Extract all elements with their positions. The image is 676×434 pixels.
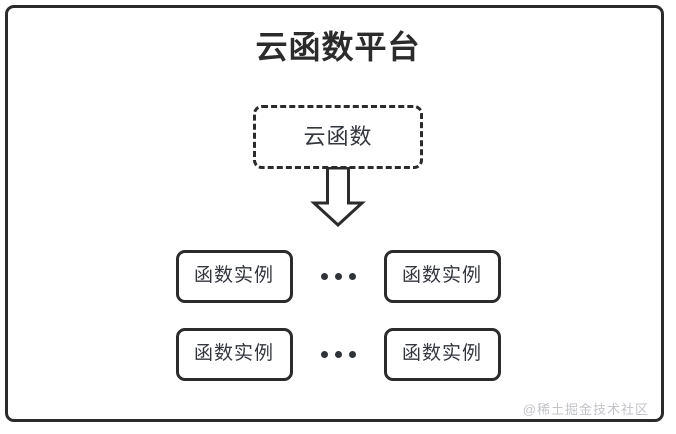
function-instance-box: 函数实例: [383, 327, 501, 381]
ellipsis-indicator: [293, 350, 384, 358]
ellipsis-indicator: [293, 272, 384, 280]
function-instance-label: 函数实例: [193, 265, 274, 286]
function-instance-box: 函数实例: [175, 249, 293, 303]
function-instance-label: 函数实例: [401, 343, 482, 364]
ellipsis-dot: [348, 272, 356, 280]
function-instance-label: 函数实例: [401, 265, 482, 286]
instance-row-1: 函数实例 函数实例: [0, 249, 676, 303]
function-instance-box: 函数实例: [383, 249, 501, 303]
page-title: 云函数平台: [255, 29, 421, 65]
ellipsis-dot: [320, 272, 328, 280]
ellipsis-dot: [334, 272, 342, 280]
ellipsis-dot: [320, 350, 328, 358]
instance-row-2: 函数实例 函数实例: [0, 327, 676, 381]
function-instance-label: 函数实例: [193, 343, 274, 364]
ellipsis-dot: [348, 350, 356, 358]
ellipsis-dot: [334, 350, 342, 358]
function-instance-box: 函数实例: [175, 327, 293, 381]
cloud-function-node: 云函数: [253, 105, 423, 169]
cloud-function-label: 云函数: [303, 124, 373, 149]
watermark: @稀土掘金技术社区: [522, 402, 649, 417]
down-block-arrow-icon: [310, 167, 366, 227]
